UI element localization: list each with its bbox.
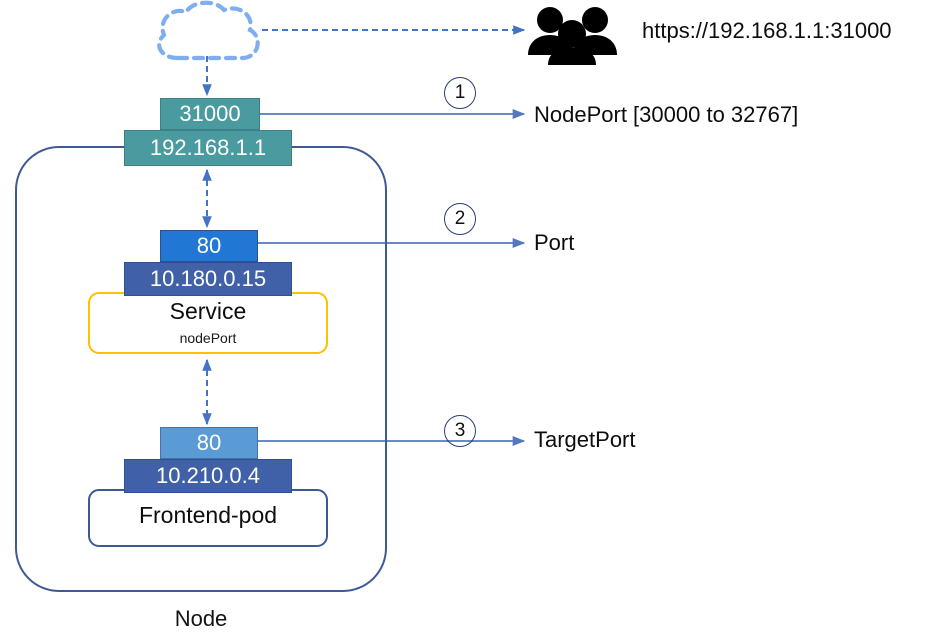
step-3-badge: 3	[444, 415, 476, 447]
pod-ip-box[interactable]: 10.210.0.4	[124, 459, 292, 493]
step-3-label: TargetPort	[534, 427, 636, 452]
service-port-box[interactable]: 80	[160, 230, 258, 262]
nodeport-port-box[interactable]: 31000	[160, 98, 260, 130]
service-card[interactable]	[88, 292, 328, 354]
step-2-label: Port	[534, 230, 575, 255]
internet-cloud-icon	[157, 0, 260, 61]
service-title: Service	[169, 298, 247, 324]
pod-title: Frontend-pod	[138, 502, 278, 528]
service-subtitle: nodePort	[179, 330, 237, 346]
node-ip-box[interactable]: 192.168.1.1	[124, 130, 292, 166]
step-1-badge: 1	[444, 77, 476, 109]
node-label: Node	[174, 606, 228, 631]
people-group-icon	[528, 7, 617, 65]
step-2-badge: 2	[444, 203, 476, 235]
service-ip-box[interactable]: 10.180.0.15	[124, 262, 292, 296]
pod-port-box[interactable]: 80	[160, 427, 258, 459]
service-url-label: https://192.168.1.1:31000	[642, 18, 892, 43]
step-1-label: NodePort [30000 to 32767]	[534, 102, 799, 127]
